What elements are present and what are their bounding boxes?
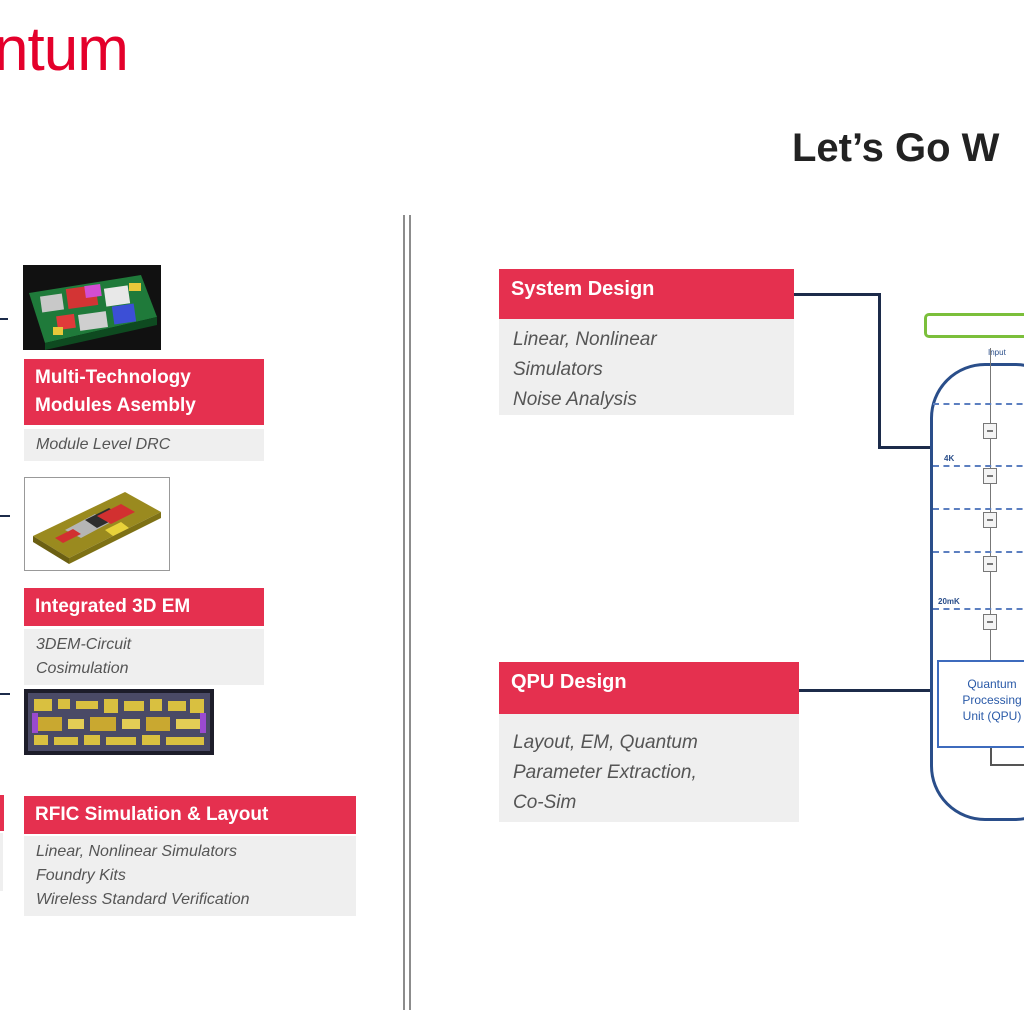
connector-tick xyxy=(0,318,8,320)
qpu-unit-box xyxy=(937,660,1024,748)
cryostat-frame xyxy=(930,363,1024,821)
temperature-stage-line xyxy=(933,508,1024,510)
connector-system-design xyxy=(878,293,881,448)
card-desc-line: Cosimulation xyxy=(36,660,129,677)
temperature-stage-line xyxy=(933,465,1024,467)
qpu-label-line: Quantum xyxy=(967,677,1017,691)
attenuator-component xyxy=(983,468,997,484)
stage-label-4k: 4K xyxy=(944,454,955,463)
card-title-multi-technology: Multi-Technology Modules Asembly xyxy=(24,359,264,425)
partial-gray-tab xyxy=(0,833,3,891)
card-title-qpu-design: QPU Design xyxy=(499,662,799,714)
connector-tick xyxy=(0,515,10,517)
card-title-line: System Design xyxy=(511,278,655,300)
card-desc-line: Parameter Extraction, xyxy=(513,762,697,783)
connector-tick xyxy=(0,693,10,695)
stage-label-20mk: 20mK xyxy=(938,597,960,606)
connector-qpu-design xyxy=(799,689,933,692)
temperature-stage-line xyxy=(933,551,1024,553)
card-title-line: RFIC Simulation & Layout xyxy=(35,804,269,825)
card-title-line: Modules Asembly xyxy=(35,395,196,416)
card-title-rfic-simulation: RFIC Simulation & Layout xyxy=(24,796,356,834)
card-title-line: Integrated 3D EM xyxy=(35,596,191,617)
connector-system-design xyxy=(878,446,933,449)
card-desc-line: Noise Analysis xyxy=(513,389,637,410)
qpu-label-line: Unit (QPU) xyxy=(962,709,1022,723)
attenuator-component xyxy=(983,512,997,528)
card-desc-integrated-3d-em: 3DEM-Circuit Cosimulation xyxy=(24,629,264,685)
card-title-system-design: System Design xyxy=(499,269,794,319)
card-desc-line: Linear, Nonlinear Simulators xyxy=(36,843,237,860)
brand-logo-text: ntum xyxy=(0,15,129,84)
temperature-stage-line xyxy=(933,608,1024,610)
attenuator-component xyxy=(983,614,997,630)
attenuator-component xyxy=(983,423,997,439)
card-desc-line: Linear, Nonlinear xyxy=(513,329,657,350)
card-title-integrated-3d-em: Integrated 3D EM xyxy=(24,588,264,626)
rfic-layout-thumbnail xyxy=(24,689,214,755)
card-desc-rfic-simulation: Linear, Nonlinear Simulators Foundry Kit… xyxy=(24,836,356,916)
card-desc-line: Co-Sim xyxy=(513,792,577,813)
card-title-line: Multi-Technology xyxy=(35,367,191,388)
qpu-output-wire xyxy=(990,764,1024,766)
qpu-output-wire xyxy=(990,748,992,766)
card-desc-line: Wireless Standard Verification xyxy=(36,891,250,908)
signal-wire xyxy=(990,348,991,660)
partial-red-tab xyxy=(0,795,4,831)
3d-em-thumbnail xyxy=(24,477,170,571)
card-desc-multi-technology: Module Level DRC xyxy=(24,429,264,461)
card-desc-line: 3DEM-Circuit xyxy=(36,636,132,653)
attenuator-component xyxy=(983,556,997,572)
vertical-divider xyxy=(403,215,411,1010)
card-title-line: QPU Design xyxy=(511,671,627,693)
card-desc-line: Foundry Kits xyxy=(36,867,126,884)
qpu-label-line: Processing xyxy=(962,693,1022,707)
input-signal-bar xyxy=(924,313,1024,338)
card-desc-line: Layout, EM, Quantum xyxy=(513,732,698,753)
module-board-thumbnail xyxy=(23,265,161,350)
input-label: Input xyxy=(988,348,1006,357)
card-desc-line: Simulators xyxy=(513,359,603,380)
card-desc-qpu-design: Layout, EM, Quantum Parameter Extraction… xyxy=(499,714,799,822)
connector-system-design xyxy=(794,293,880,296)
qpu-unit-label: Quantum Processing Unit (QPU) xyxy=(947,676,1024,724)
temperature-stage-line xyxy=(933,403,1024,405)
card-desc-system-design: Linear, Nonlinear Simulators Noise Analy… xyxy=(499,319,794,415)
card-desc-line: Module Level DRC xyxy=(36,436,171,453)
page-headline: Let’s Go W xyxy=(792,126,1000,170)
